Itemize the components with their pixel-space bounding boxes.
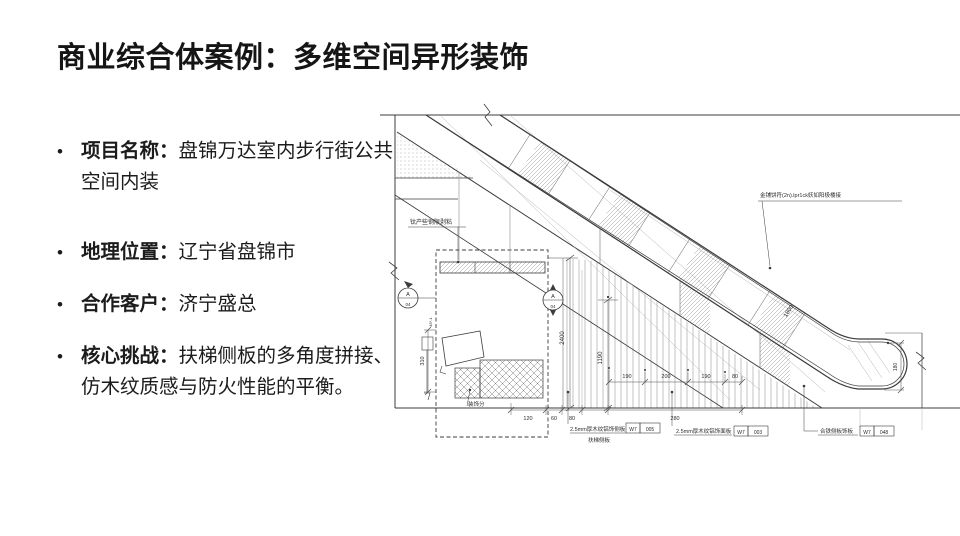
tag-prefix: W7 [629, 427, 637, 433]
bullet-text: 地理位置：辽宁省盘锦市 [81, 237, 296, 268]
bullet-project-name: • 项目名称：盘锦万达室内步行街公共空间内装 [57, 136, 397, 198]
dim-180: 180 [886, 339, 905, 394]
marker-letter: A [406, 292, 410, 298]
bullet-marker: • [57, 347, 63, 366]
tag-number: 003 [754, 430, 763, 436]
escalator-section-svg: 钛产些钢限剥粘 装饰分 A 04 [380, 103, 960, 444]
handrail-note: 金铺饼符(2n).lpr1ck妖如阳极楼接 [758, 191, 902, 270]
bullet-value: 扶梯侧板的多角度拼接、仿木纹质感与防火性能的平衡。 [81, 345, 394, 398]
dim-bottom-2: 80 [569, 416, 575, 422]
bullet-value: 盘锦万达室内步行街公共空间内装 [81, 140, 394, 193]
wall-hatch [562, 258, 817, 408]
left-wall-line [388, 115, 400, 408]
dim-text-1190: 1190 [598, 351, 604, 365]
bullet-text: 项目名称：盘锦万达室内步行街公共空间内装 [81, 136, 397, 198]
bullet-location: • 地理位置：辽宁省盘锦市 [57, 237, 397, 268]
label-side-panel-line2: 扶梯侧板 [588, 436, 611, 444]
handrail-ties [507, 134, 806, 368]
technical-drawing: 钛产些钢限剥粘 装饰分 A 04 [380, 100, 960, 480]
tag-prefix: W7 [737, 430, 745, 436]
ceiling-note: 钛产些钢限剥粘 [408, 218, 466, 264]
dim-chain-top: 190 200 190 80 [605, 367, 746, 386]
ceiling-note-text: 钛产些钢限剥粘 [410, 218, 452, 226]
dim-bottom-0: 120 [523, 416, 532, 422]
tag-number: 005 [646, 427, 655, 433]
section-marker-left: A 04 [397, 281, 436, 309]
dim-310: 310 45*-1 [420, 316, 436, 401]
bullet-label: 核心挑战： [81, 345, 179, 367]
ceiling-line [380, 103, 960, 127]
dim-bottom-3: 280 [670, 416, 679, 422]
section-marker-right: A 04 [542, 284, 564, 316]
right-edge [859, 332, 927, 430]
marker-number: 04 [550, 304, 556, 309]
marker-number: 04 [405, 302, 411, 307]
label-step-panel-text: 合铁侧板饰板 [820, 427, 854, 435]
label-face-panel-text: 2.5mm厚木纹铝饰面板 [676, 427, 732, 435]
marker-letter: A [551, 294, 555, 300]
handrail-note-text: 金铺饼符(2n).lpr1ck妖如阳极楼接 [760, 191, 841, 199]
page-title: 商业综合体案例：多维空间异形装饰 [57, 42, 530, 74]
bullet-client: • 合作客户：济宁盛总 [57, 289, 397, 320]
tag-prefix: W7 [863, 430, 871, 436]
bullet-label: 项目名称： [81, 140, 179, 162]
bullet-label: 地理位置： [81, 241, 179, 263]
bullet-text: 合作客户：济宁盛总 [81, 289, 257, 320]
bullet-marker: • [57, 295, 63, 314]
bullet-label: 合作客户： [81, 293, 179, 315]
label-side-panel: 2.5mm厚木纹铝饰侧板 扶梯侧板 W7 005 [566, 390, 661, 444]
dim-bottom-1: 60 [551, 416, 557, 422]
tag-number: 048 [880, 430, 889, 436]
escalator-handrail [425, 114, 908, 390]
bullet-challenge: • 核心挑战：扶梯侧板的多角度拼接、仿木纹质感与防火性能的平衡。 [57, 341, 397, 403]
dim-text-180: 180 [893, 363, 899, 372]
dim-top-0: 190 [622, 374, 631, 380]
label-step-panel: 合铁侧板饰板 W7 048 [802, 384, 895, 437]
dim-top-3: 80 [732, 374, 738, 380]
bench-detail: 装饰分 [439, 330, 544, 409]
bullet-marker: • [57, 142, 63, 161]
bench-note-text: 装饰分 [468, 400, 485, 408]
ceiling-wedge-hatch [395, 133, 473, 200]
label-side-panel-line1: 2.5mm厚木纹铝饰侧板 [570, 425, 626, 433]
suspended-panel [439, 172, 546, 274]
dim-top-1: 200 [661, 374, 670, 380]
micro-note: 45*-1 [428, 316, 433, 326]
dim-top-2: 190 [701, 374, 710, 380]
detail-boundary-box [435, 249, 549, 438]
dim-text-2400: 2400 [560, 331, 566, 345]
bullet-list: • 项目名称：盘锦万达室内步行街公共空间内装 • 地理位置：辽宁省盘锦市 • 合… [57, 136, 397, 424]
hook-hatch-lines [847, 340, 891, 382]
bullet-text: 核心挑战：扶梯侧板的多角度拼接、仿木纹质感与防火性能的平衡。 [81, 341, 397, 403]
dim-chain-bottom: 120 60 80 280 [507, 403, 746, 422]
bullet-value: 辽宁省盘锦市 [178, 241, 296, 263]
bullet-value: 济宁盛总 [178, 293, 257, 315]
dim-text-310: 310 [420, 356, 426, 365]
bullet-marker: • [57, 243, 63, 262]
label-face-panel: 2.5mm厚木纹铝饰面板 W7 003 [670, 390, 769, 437]
